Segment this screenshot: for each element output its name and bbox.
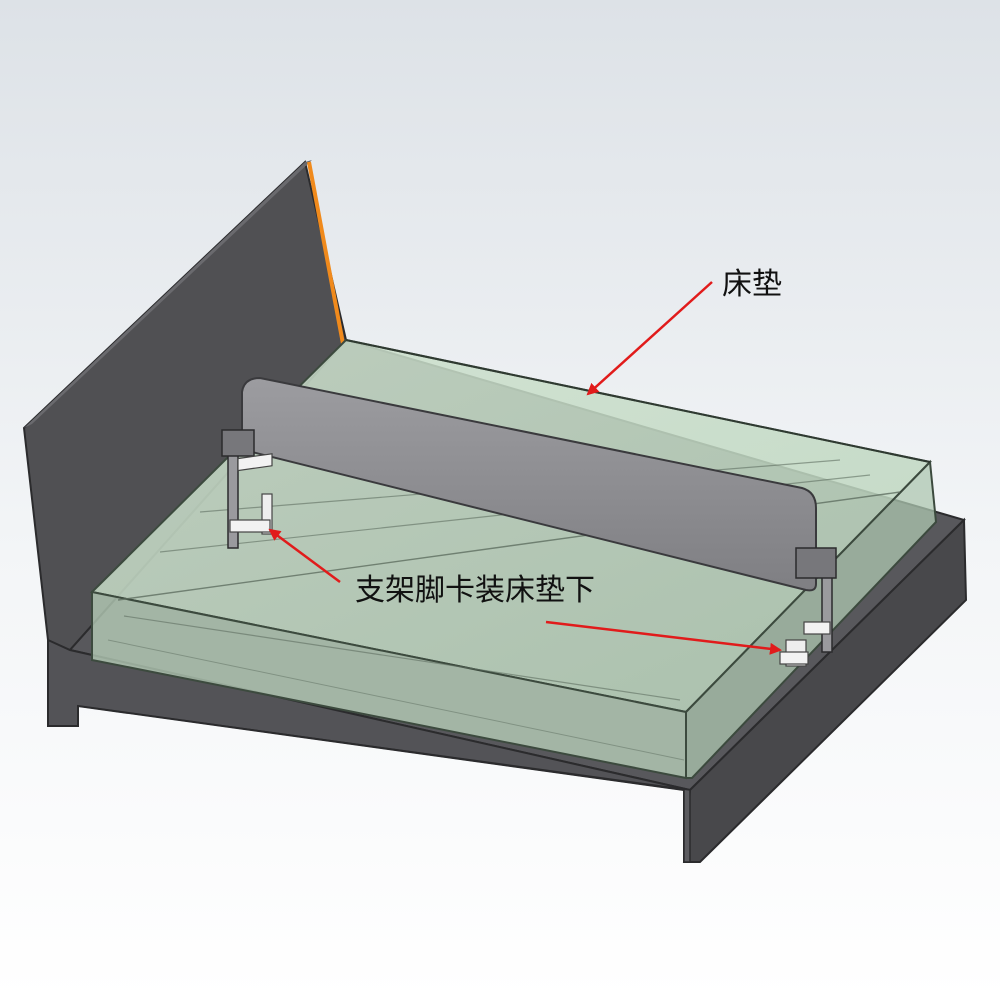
mattress-arrow	[586, 281, 713, 396]
right-bracket-arrow	[545, 620, 782, 655]
left-bracket-plate	[237, 453, 273, 472]
left-support-leg	[221, 429, 273, 549]
left-bracket-arrow	[268, 528, 341, 584]
bracket-label: 支架脚卡装床垫下	[355, 573, 595, 608]
right-bracket-plate	[803, 621, 831, 635]
right-support-leg	[779, 547, 837, 667]
mattress-label: 床垫	[722, 267, 782, 302]
